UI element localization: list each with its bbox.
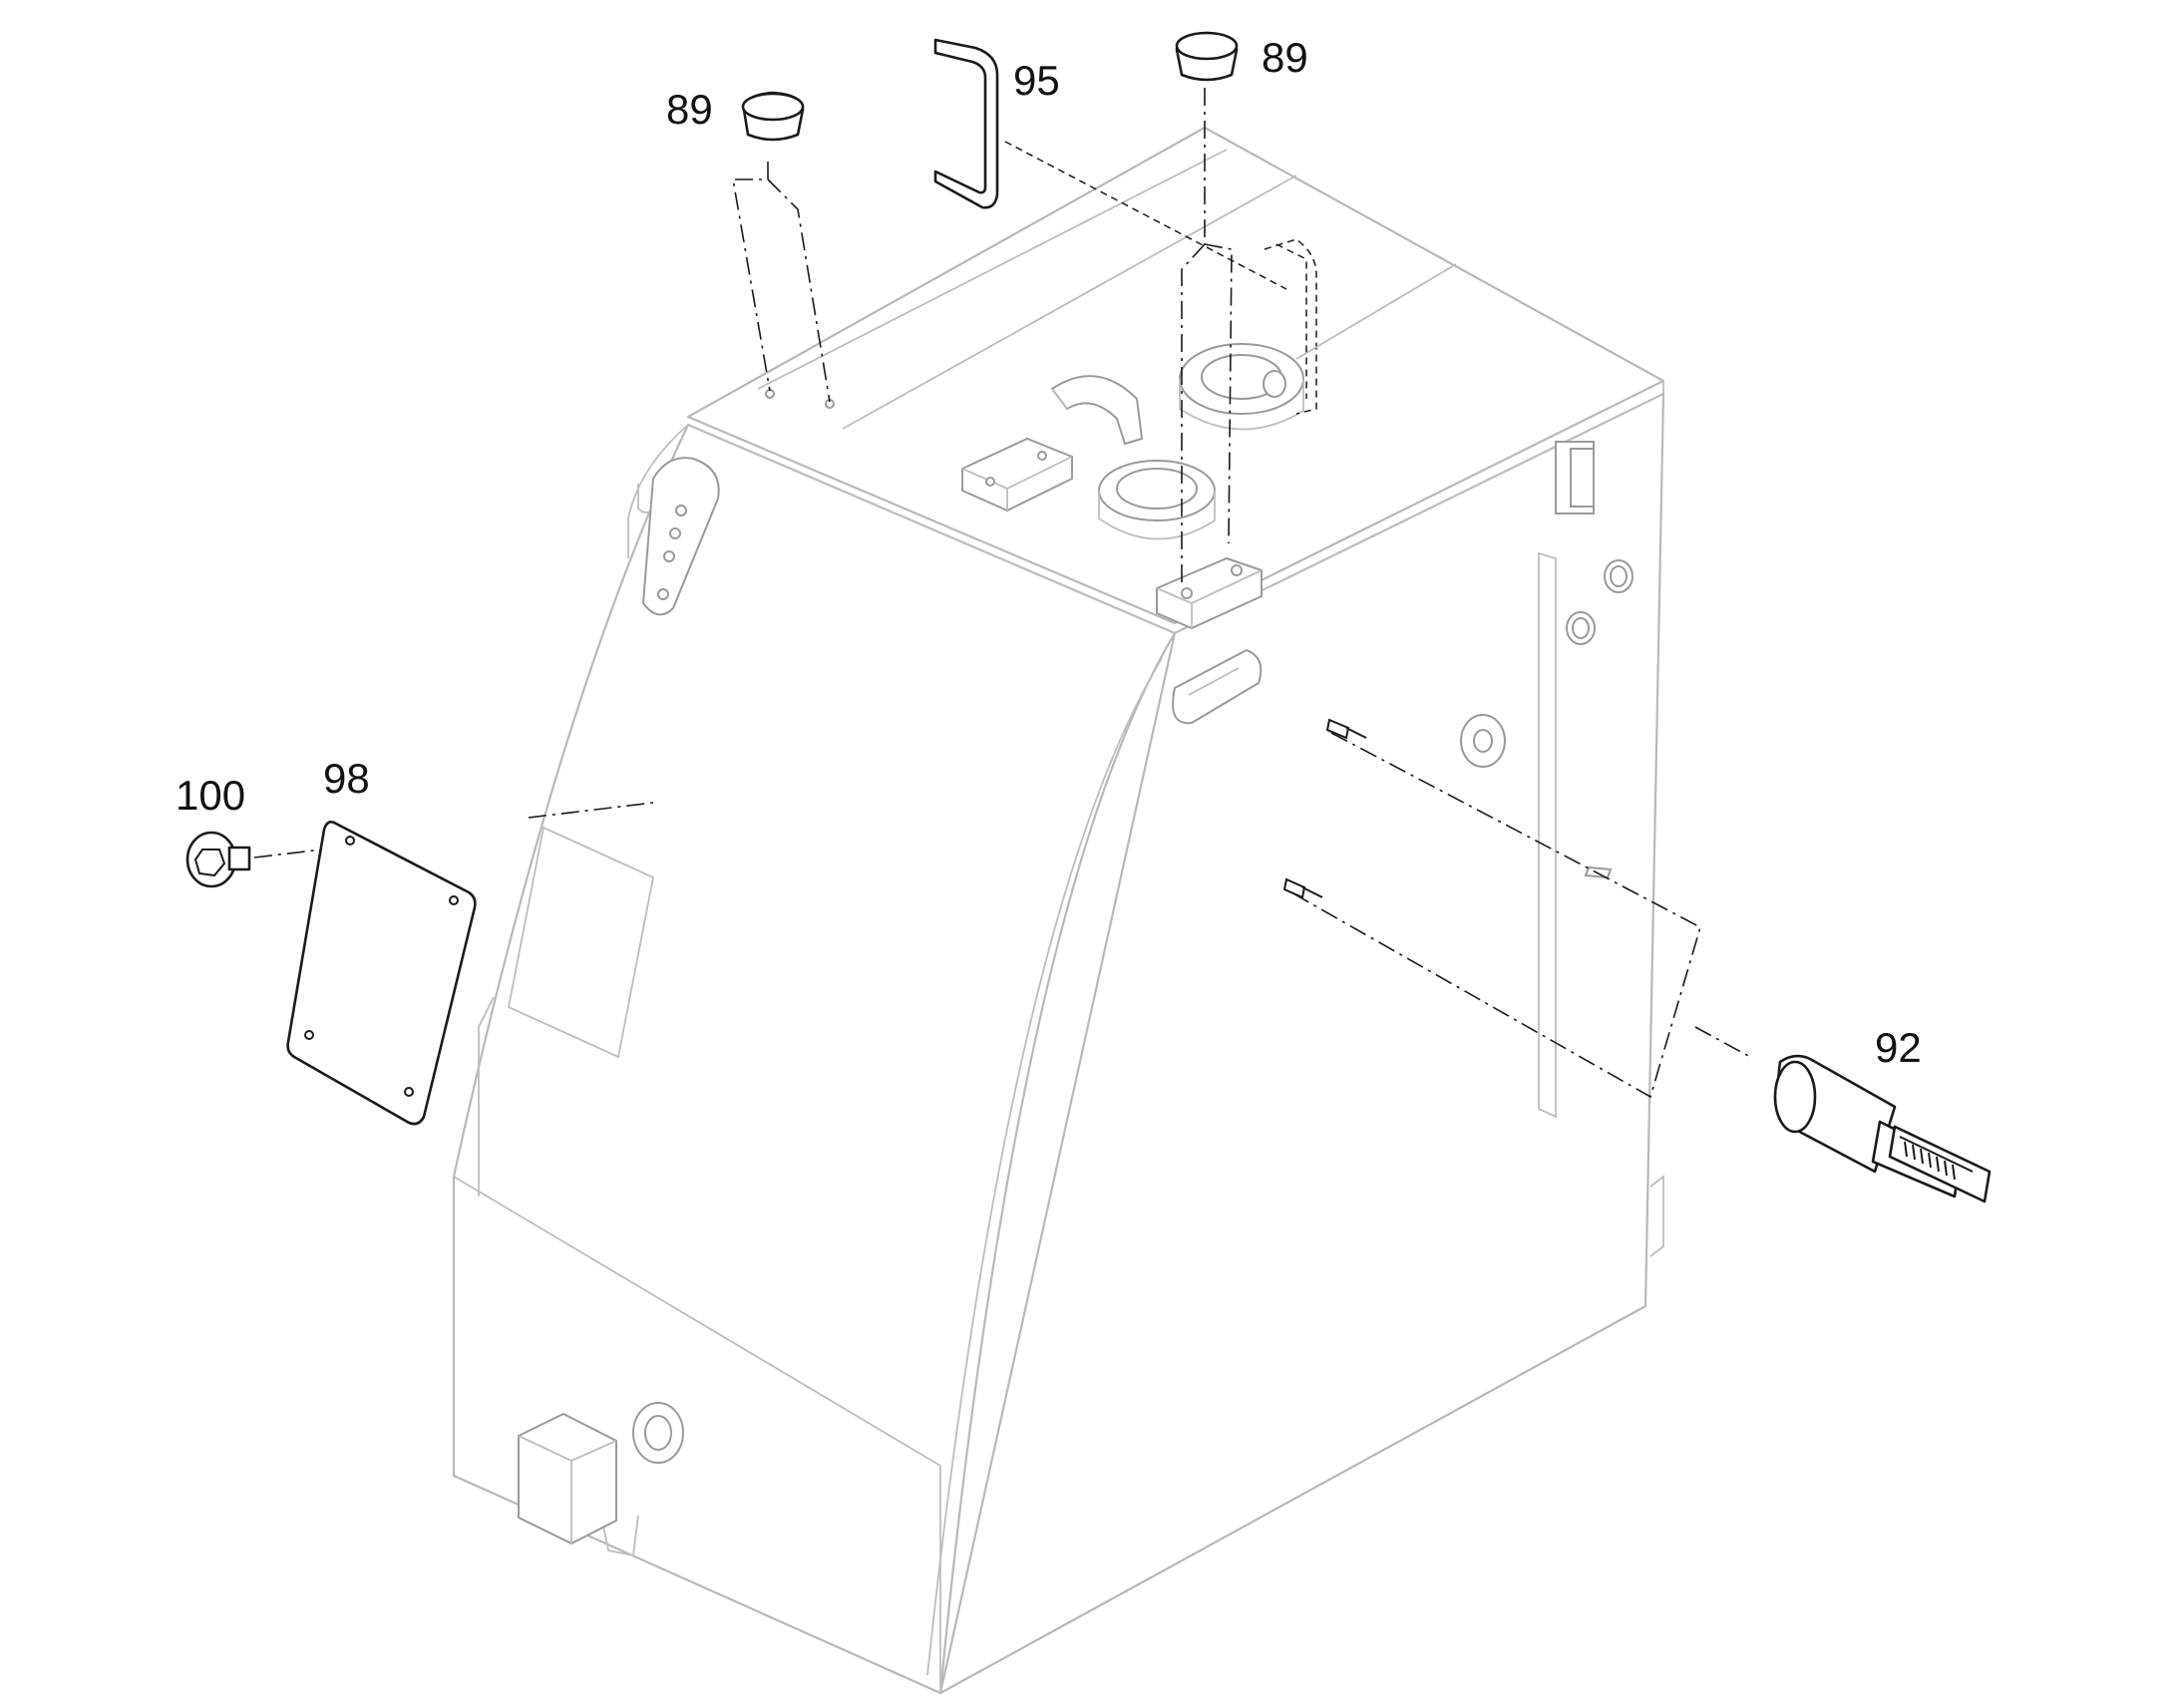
bolt-part xyxy=(185,831,251,888)
callout-handle: 95 xyxy=(1013,57,1060,104)
callout-cover-plate: 98 xyxy=(323,755,370,802)
plug-left-part xyxy=(741,91,805,142)
tank-body xyxy=(452,126,1665,1695)
plug-right-part xyxy=(1175,31,1239,82)
sensor-part xyxy=(1773,1054,1992,1203)
callout-sensor: 92 xyxy=(1875,1024,1922,1071)
callout-bolt: 100 xyxy=(176,772,245,819)
sensor-screws xyxy=(1282,718,1367,899)
handle-part xyxy=(933,38,999,209)
cover-plate-part xyxy=(286,821,477,1126)
assembly-lines xyxy=(253,88,1751,1099)
callout-plug-right: 89 xyxy=(1262,34,1308,81)
bottom-block xyxy=(518,1412,617,1545)
callout-plug-left: 89 xyxy=(666,86,713,133)
